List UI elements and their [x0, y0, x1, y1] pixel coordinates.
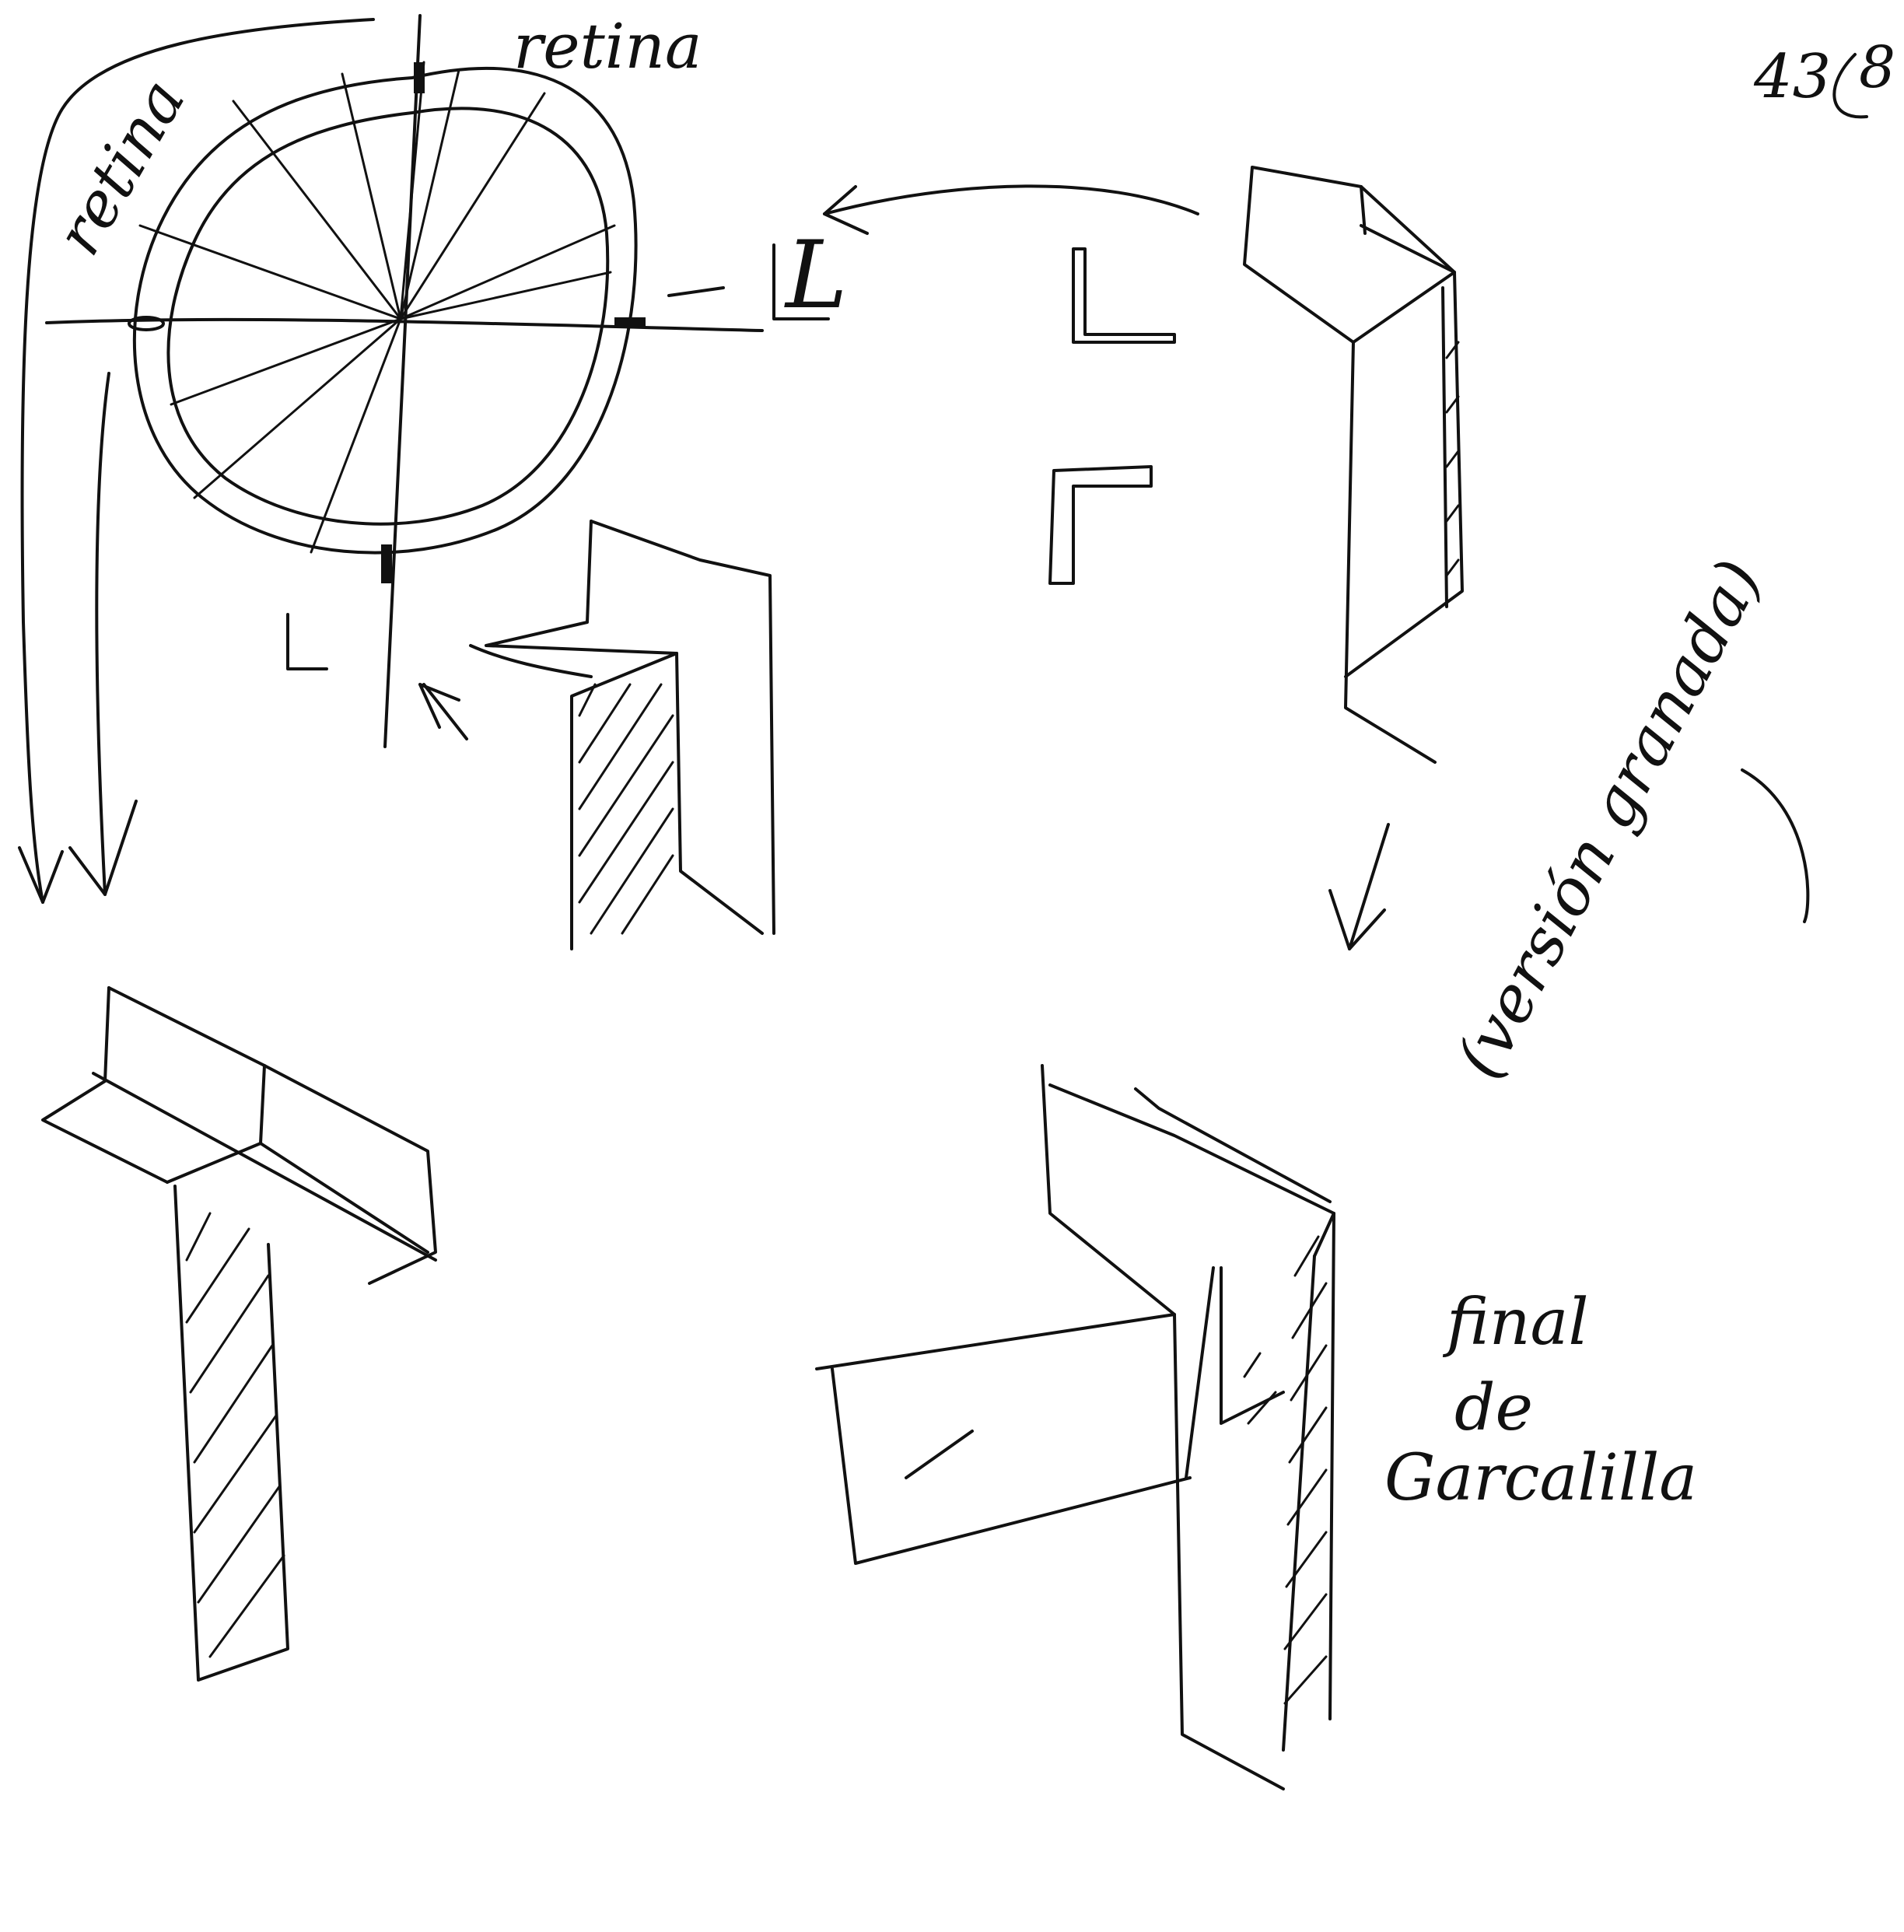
wheel-diagram	[45, 14, 764, 748]
t-block-sketch	[41, 986, 437, 1682]
final-note-line1: final	[1447, 1286, 1589, 1360]
tall-block-sketch	[1243, 166, 1464, 764]
page-number-bracket	[1832, 53, 1868, 119]
final-note-line2: de	[1454, 1371, 1534, 1445]
down-arrow-right	[1328, 768, 1810, 950]
final-block-sketch	[815, 1064, 1335, 1790]
label-retina-top: retina	[513, 10, 702, 82]
small-profile-sketch	[469, 520, 775, 950]
curved-arrow-top	[823, 184, 1199, 235]
label-l-right: L	[786, 222, 848, 330]
wrap-arrow	[18, 18, 375, 904]
final-note-line3: Garcalilla	[1384, 1441, 1698, 1515]
page-number-suffix: 8	[1859, 34, 1896, 101]
page-number: 43	[1754, 42, 1832, 112]
l-section-shapes	[1048, 247, 1176, 585]
l-marks-wheel	[286, 243, 830, 740]
